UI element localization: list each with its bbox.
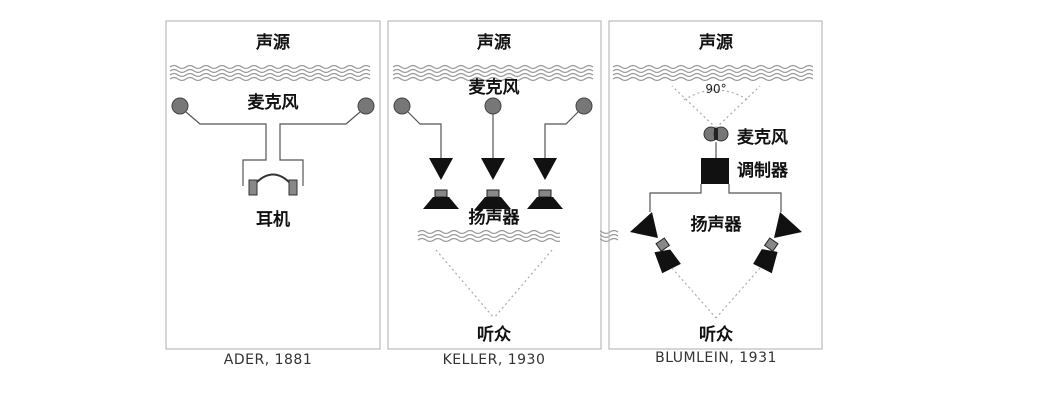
- panel-frame: [387, 20, 602, 350]
- source-label: 声源: [476, 32, 511, 53]
- sound-waves: [169, 64, 371, 82]
- speaker-right-icon: [753, 237, 779, 274]
- panel-blumlein: 声源 90° 麦克风 调制器 扬声器: [608, 20, 823, 366]
- panel-caption: KELLER, 1930: [443, 352, 546, 368]
- angle-label: 90°: [705, 82, 726, 96]
- stereo-microphone-icon: [703, 126, 729, 142]
- amplifier-icons: [630, 212, 802, 238]
- microphone-label: 麦克风: [248, 92, 299, 113]
- listener-label: 听众: [477, 324, 512, 345]
- listener-label: 听众: [699, 324, 734, 345]
- speaker-label: 扬声器: [691, 214, 743, 235]
- headphones-icon: [248, 173, 298, 196]
- pickup-angle: [671, 85, 761, 129]
- wiring: [649, 184, 782, 212]
- microphone-right-icon: [357, 97, 375, 115]
- microphone-label: 麦克风: [737, 127, 788, 148]
- speaker-left-icon: [654, 237, 681, 274]
- microphone-right-icon: [575, 97, 593, 115]
- panel-frame: [608, 20, 823, 350]
- panel-frame: [165, 20, 381, 350]
- listening-field: [435, 249, 553, 319]
- wiring: [407, 111, 579, 158]
- panel-caption: ADER, 1881: [224, 352, 312, 368]
- speaker-icons: [423, 189, 563, 209]
- listening-field: [671, 267, 761, 319]
- microphone-left-icon: [171, 97, 189, 115]
- microphone-left-icon: [393, 97, 411, 115]
- panel-caption: BLUMLEIN, 1931: [655, 350, 777, 366]
- modulator-icon: [701, 158, 729, 184]
- panel-keller: 声源 麦克风 扬声器: [387, 20, 619, 368]
- source-label: 声源: [698, 32, 733, 53]
- microphone-label: 麦克风: [469, 77, 520, 98]
- microphone-center-icon: [484, 97, 502, 115]
- source-label: 声源: [255, 32, 290, 53]
- headphones-label: 耳机: [256, 209, 290, 230]
- amplifier-icons: [429, 158, 557, 180]
- modulator-label: 调制器: [737, 160, 789, 181]
- speaker-label: 扬声器: [469, 207, 521, 228]
- sound-waves: [612, 64, 814, 82]
- wiring: [185, 111, 361, 186]
- panel-ader: 声源 麦克风 耳机 ADER, 1881: [165, 20, 381, 368]
